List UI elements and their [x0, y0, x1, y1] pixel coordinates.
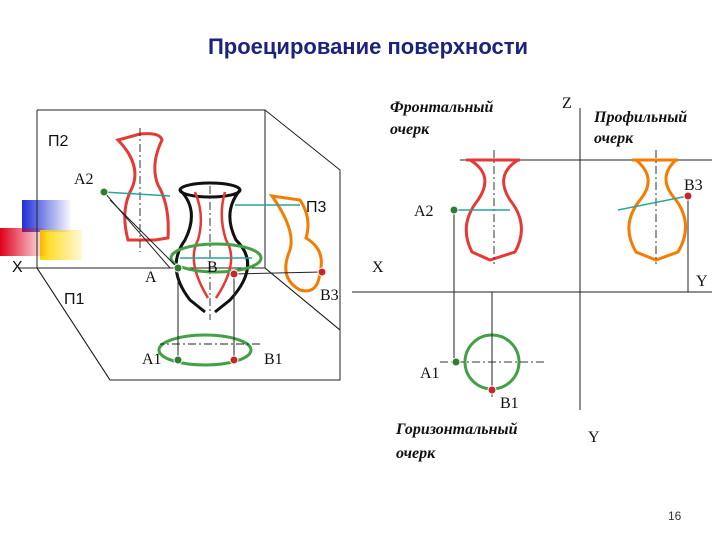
- caption-horizontal-1: Горизонтальный: [395, 421, 518, 438]
- projection-box: [18, 109, 341, 381]
- label-a1-right: A1: [420, 365, 440, 382]
- label-a1-left: A1: [142, 351, 162, 368]
- label-b1-left: B1: [264, 351, 283, 368]
- page-title: Проецирование поверхности: [208, 34, 528, 59]
- label-b1-right: B1: [500, 395, 519, 412]
- label-p2: П2: [48, 133, 69, 150]
- caption-profile-2: очерк: [594, 130, 634, 147]
- horizontal-outline-left: [157, 242, 263, 367]
- label-z: Z: [562, 95, 572, 112]
- label-b3-right: B3: [684, 177, 703, 194]
- frontal-outline-left: [115, 128, 170, 252]
- label-y-bottom: Y: [588, 429, 600, 446]
- vase-3d: [174, 181, 250, 320]
- label-a2-right: A2: [414, 203, 434, 220]
- label-y-right: Y: [696, 273, 708, 290]
- label-p3: П3: [306, 199, 327, 216]
- caption-frontal-1: Фронтальный: [390, 99, 493, 116]
- label-b-left: B: [207, 259, 218, 276]
- label-x-left: X: [12, 259, 23, 276]
- vase-front-red: [192, 191, 233, 299]
- points-right: [449, 191, 693, 395]
- decorative-blocks: [0, 200, 82, 260]
- label-x-right: X: [372, 259, 384, 276]
- label-b3-left: B3: [320, 287, 339, 304]
- projection-lines-right: [453, 196, 689, 390]
- frontal-outline-right: [464, 150, 523, 264]
- label-a2-left: A2: [74, 171, 94, 188]
- points-left: [99, 187, 327, 365]
- profile-outline-left: [268, 194, 323, 293]
- label-p1: П1: [64, 291, 85, 308]
- connector-lines-left: [103, 191, 323, 358]
- caption-profile-1: Профильный: [593, 109, 687, 126]
- caption-frontal-2: очерк: [390, 121, 430, 138]
- label-a-left: A: [145, 269, 157, 286]
- profile-outline-right: [627, 150, 687, 264]
- page-number: 16: [668, 509, 682, 523]
- projection-lines-left: [103, 191, 300, 259]
- caption-horizontal-2: очерк: [396, 445, 436, 462]
- cyan-lines-right: [454, 195, 689, 211]
